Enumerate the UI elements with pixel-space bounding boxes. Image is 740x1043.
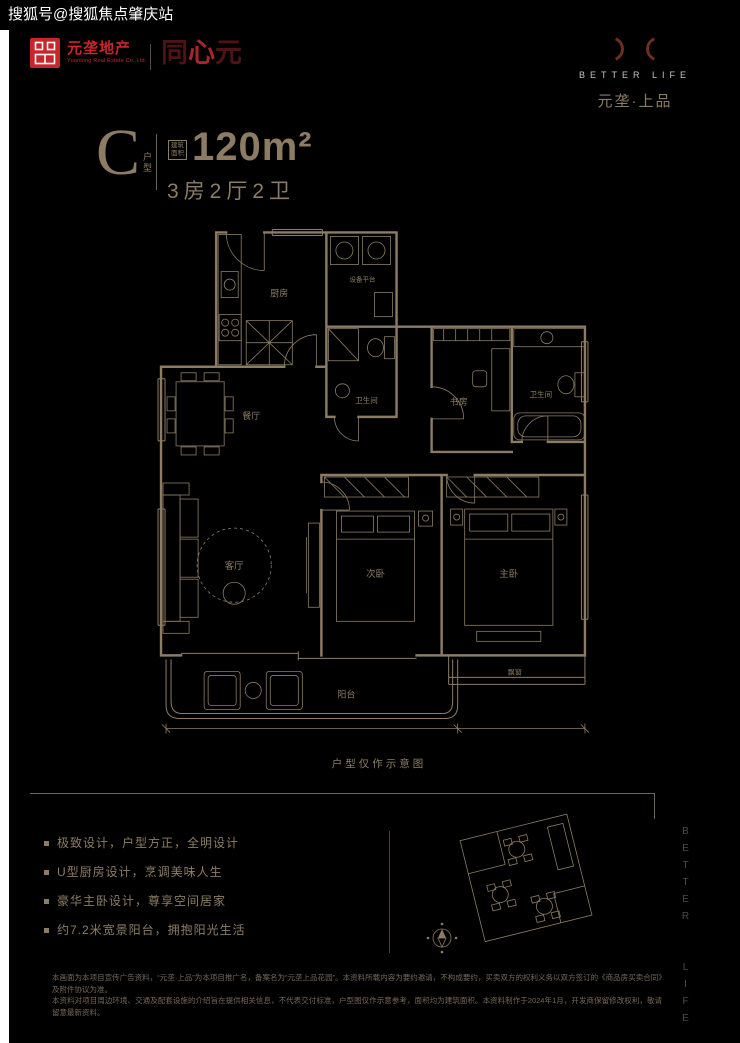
brand-block: BETTER LIFE 元垄·上品 (565, 36, 705, 111)
brand-mark-icon (614, 37, 656, 61)
room-label-master: 主卧 (499, 568, 519, 580)
feature-text: 极致设计，户型方正，全明设计 (57, 836, 240, 850)
vertical-divider (389, 831, 390, 953)
unit-type-suffix: 户型 (142, 152, 152, 174)
area-label-line2: 面积 (171, 150, 184, 157)
unit-type-letter: C (96, 116, 141, 189)
room-label-bath2: 卫生间 (530, 389, 553, 399)
side-vertical-text: BETTER LIFE (680, 826, 691, 1030)
disclaimer-line1: 本画面为本项目宣传广告资料，“元垄·上品”为本项目推广名，备案名为“元垄上品花园… (52, 973, 662, 994)
side-text-bottom: LIFE (680, 962, 691, 1030)
developer-logo: 元垄地产 Yuanlong Real Estate Co.,Ltd. (30, 38, 147, 68)
site-minimap-drawing (426, 813, 593, 954)
feature-item: 约7.2米宽景阳台，拥抱阳光生活 (44, 923, 246, 938)
disclaimer-line2: 本资料对项目周边环境、交通及配套设施的介绍旨在提供相关信息，不代表交付标准，户型… (52, 996, 662, 1017)
feature-item: 极致设计，户型方正，全明设计 (44, 836, 246, 851)
room-label-bay-window: 飘窗 (508, 667, 522, 676)
windows (157, 228, 589, 720)
bullet-icon (44, 841, 49, 846)
logo-divider (150, 44, 151, 70)
floor-plan-drawing: 厨房 设备平台 卫生间 餐厅 书房 卫生间 客厅 次卧 主卧 飘窗 阳台 (157, 228, 590, 734)
room-label-kitchen: 厨房 (270, 288, 288, 299)
watermark-text: 搜狐号@搜狐焦点肇庆站 (8, 6, 174, 23)
feature-text: U型厨房设计，烹调美味人生 (57, 865, 223, 879)
developer-name: 元垄地产 (67, 40, 132, 58)
room-label-balcony: 阳台 (337, 688, 355, 699)
brand-english: BETTER LIFE (578, 70, 691, 80)
section-divider (30, 793, 655, 794)
area-label: 建筑 面积 (168, 140, 187, 160)
room-label-bath1: 卫生间 (355, 395, 378, 405)
room-label-living: 客厅 (225, 560, 245, 572)
disclaimer: 本画面为本项目宣传广告资料，“元垄·上品”为本项目推广名，备案名为“元垄上品花园… (52, 972, 662, 1018)
section-divider-corner (654, 793, 655, 819)
feature-item: 豪华主卧设计，尊享空间居家 (44, 894, 246, 909)
developer-logo-icon (30, 38, 60, 68)
feature-text: 约7.2米宽景阳台，拥抱阳光生活 (57, 923, 246, 937)
doors (225, 232, 549, 511)
room-label-bedroom2: 次卧 (366, 568, 386, 580)
brand-chinese: 元垄·上品 (597, 93, 673, 110)
feature-list: 极致设计，户型方正，全明设计 U型厨房设计，烹调美味人生 豪华主卧设计，尊享空间… (44, 836, 246, 952)
room-label-study: 书房 (450, 396, 468, 407)
plan-caption: 户型仅作示意图 (331, 758, 427, 770)
project-logo-char: 同 (161, 38, 188, 68)
watermark-bar: 搜狐号@搜狐焦点肇庆站 (0, 0, 740, 30)
left-white-strip (0, 30, 9, 1043)
side-text-top: BETTER (680, 826, 691, 928)
feature-item: U型厨房设计，烹调美味人生 (44, 865, 246, 880)
area-label-line1: 建筑 (171, 142, 184, 149)
bullet-icon (44, 870, 49, 875)
project-logo: 同心元 (161, 36, 242, 71)
project-logo-char: 心 (188, 38, 215, 68)
compass-icon (426, 922, 458, 954)
furniture (161, 234, 590, 734)
floor-plan: 厨房 设备平台 卫生间 餐厅 书房 卫生间 客厅 次卧 主卧 飘窗 阳台 (146, 226, 612, 738)
room-label-dining: 餐厅 (242, 410, 260, 421)
developer-name-en: Yuanlong Real Estate Co.,Ltd. (67, 58, 147, 65)
site-minimap (420, 810, 605, 968)
area-value: 120m² (192, 125, 313, 169)
project-logo-char: 元 (215, 38, 242, 68)
bullet-icon (44, 928, 49, 933)
unit-divider (156, 134, 157, 190)
feature-text: 豪华主卧设计，尊享空间居家 (57, 894, 227, 908)
unit-layout: 3房2厅2卫 (167, 180, 296, 203)
bullet-icon (44, 899, 49, 904)
unit-area: 建筑 面积 120m² (168, 125, 313, 169)
room-label-equipment: 设备平台 (349, 275, 375, 284)
